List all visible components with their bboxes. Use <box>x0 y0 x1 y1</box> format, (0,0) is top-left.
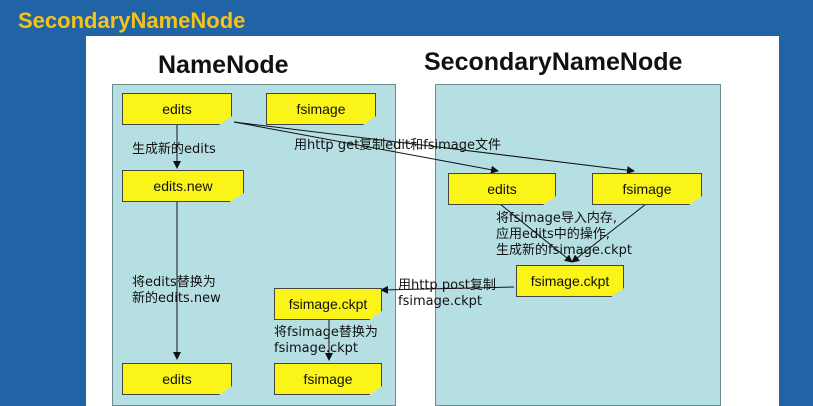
diagram-canvas: NameNode SecondaryNameNode edits fsimage… <box>86 36 779 406</box>
label-load-2: 应用edits中的操作, <box>496 227 610 242</box>
secondary-title: SecondaryNameNode <box>424 48 683 76</box>
secondary-fsimage-note: fsimage <box>592 173 702 205</box>
label-replace-fsimage-1: 将fsimage替换为 <box>274 325 378 340</box>
label-replace-edits-1: 将edits替换为 <box>132 275 216 290</box>
label-load-1: 将fsimage导入内存, <box>496 211 617 226</box>
namenode-title: NameNode <box>158 51 289 79</box>
label-replace-edits-2: 新的edits.new <box>132 291 221 306</box>
label-http-post-2: fsimage.ckpt <box>398 294 482 309</box>
label-load-3: 生成新的fsimage.ckpt <box>496 243 632 258</box>
arrow-edits-to-secondary-edits <box>233 121 499 174</box>
label-replace-fsimage-2: fsimage.ckpt <box>274 341 358 356</box>
namenode-fsimage-ckpt-note: fsimage.ckpt <box>274 288 382 320</box>
slide-title: SecondaryNameNode <box>18 8 246 33</box>
arrow-sec-edits-to-ckpt <box>499 203 573 263</box>
namenode-edits-bottom-note: edits <box>122 363 232 395</box>
namenode-editsnew-note: edits.new <box>122 170 244 202</box>
label-http-get: 用http get复制edit和fsimage文件 <box>294 138 501 153</box>
label-gen-new-edits: 生成新的edits <box>132 142 216 157</box>
flow-arrows <box>173 121 647 361</box>
namenode-fsimage-bottom-note: fsimage <box>274 363 382 395</box>
secondary-panel <box>435 84 721 406</box>
namenode-fsimage-note: fsimage <box>266 93 376 125</box>
namenode-panel <box>112 84 396 406</box>
arrow-sec-fsimage-to-ckpt <box>571 203 647 263</box>
secondary-fsimage-ckpt-note: fsimage.ckpt <box>516 265 624 297</box>
namenode-edits-note: edits <box>122 93 232 125</box>
label-http-post-1: 用http post复制 <box>398 278 496 293</box>
secondary-edits-note: edits <box>448 173 556 205</box>
arrow-ckpt-post <box>380 285 515 294</box>
arrow-fsimage-to-secondary-fsimage <box>233 121 635 175</box>
